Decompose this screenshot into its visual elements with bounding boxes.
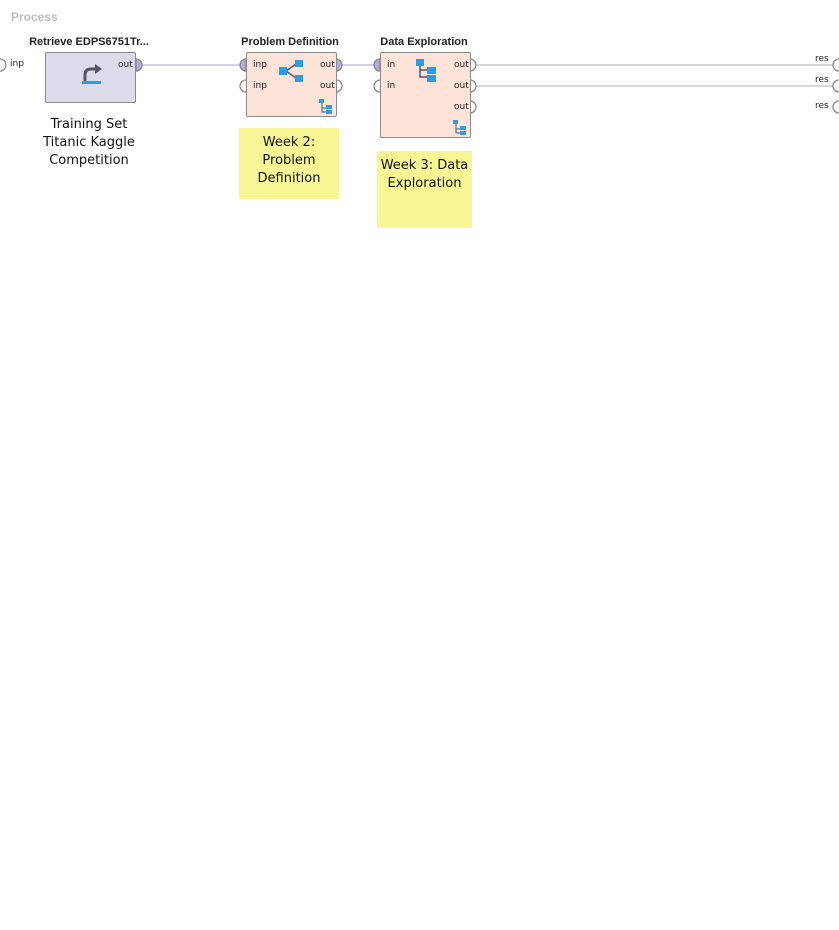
- exploration-out-port-2[interactable]: [469, 79, 477, 93]
- exploration-in-label-2: in: [387, 81, 396, 91]
- subprocess-tree-icon-small: [453, 120, 466, 135]
- problem-inp-port-2[interactable]: [239, 79, 247, 93]
- problem-out-port-2[interactable]: [335, 79, 343, 93]
- problem-inp-label-2: inp: [253, 81, 267, 91]
- result-port-3[interactable]: [832, 100, 839, 114]
- sticky-note-week-2[interactable]: Week 2: Problem Definition: [239, 128, 339, 199]
- exploration-in-label-1: in: [387, 60, 396, 70]
- problem-out-label-1: out: [320, 60, 335, 70]
- exploration-out-port-3[interactable]: [469, 100, 477, 114]
- problem-inp-port-1[interactable]: [239, 58, 247, 72]
- data-exploration-title[interactable]: Data Exploration: [380, 36, 468, 48]
- process-title: Process: [11, 10, 58, 24]
- retrieve-out-port[interactable]: [135, 58, 143, 72]
- result-label-2: res: [815, 75, 829, 85]
- subprocess-icon: [279, 60, 303, 82]
- exploration-out-port-1[interactable]: [469, 58, 477, 72]
- problem-definition-title[interactable]: Problem Definition: [241, 36, 339, 48]
- result-label-3: res: [815, 101, 829, 111]
- result-port-1[interactable]: [832, 58, 839, 72]
- retrieve-annotation[interactable]: Training Set Titanic Kaggle Competition: [43, 117, 135, 168]
- exploration-in-port-2[interactable]: [373, 79, 381, 93]
- problem-definition-operator[interactable]: inp inp out out: [246, 52, 337, 117]
- process-input-label: inp: [10, 59, 24, 69]
- exploration-out-label-1: out: [454, 60, 469, 70]
- problem-inp-label-1: inp: [253, 60, 267, 70]
- exploration-out-label-2: out: [454, 81, 469, 91]
- result-label-1: res: [815, 54, 829, 64]
- problem-out-label-2: out: [320, 81, 335, 91]
- retrieve-operator[interactable]: out: [45, 52, 136, 103]
- data-exploration-operator[interactable]: in in out out out: [380, 52, 471, 138]
- process-input-port[interactable]: [0, 58, 7, 72]
- exploration-out-label-3: out: [454, 102, 469, 112]
- result-port-2[interactable]: [832, 79, 839, 93]
- retrieve-icon: [82, 64, 102, 84]
- sticky-note-week-3[interactable]: Week 3: Data Exploration: [377, 151, 472, 228]
- subprocess-tree-icon: [319, 99, 332, 114]
- subprocess-tree-icon: [416, 59, 436, 82]
- exploration-in-port-1[interactable]: [373, 58, 381, 72]
- retrieve-out-label: out: [118, 60, 133, 70]
- retrieve-operator-title[interactable]: Retrieve EDPS6751Tr...: [29, 36, 149, 48]
